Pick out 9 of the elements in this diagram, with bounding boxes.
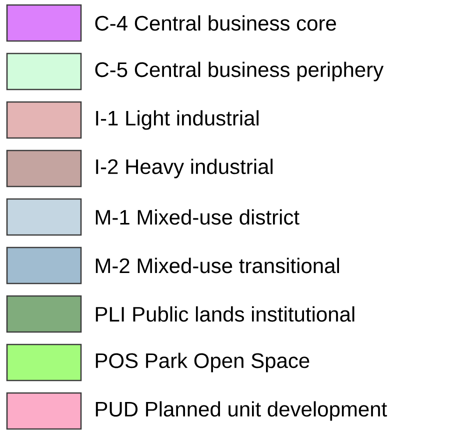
legend-label: I-1 Light industrial: [96, 110, 258, 130]
legend-label: PLI Public lands institutional: [96, 306, 354, 322]
legend-label: C-4 Central business core: [95, 15, 336, 31]
legend-label: POS Park Open Space: [96, 352, 310, 372]
legend-label: M-1 Mixed-use district: [96, 209, 300, 225]
legend-label: I-2 Heavy industrial: [96, 158, 272, 178]
legend-label: PUD Planned unit development: [96, 401, 387, 421]
legend-label: C-5 Central business periphery: [95, 62, 384, 82]
legend-label: M-2 Mixed-use transitional: [96, 258, 339, 274]
